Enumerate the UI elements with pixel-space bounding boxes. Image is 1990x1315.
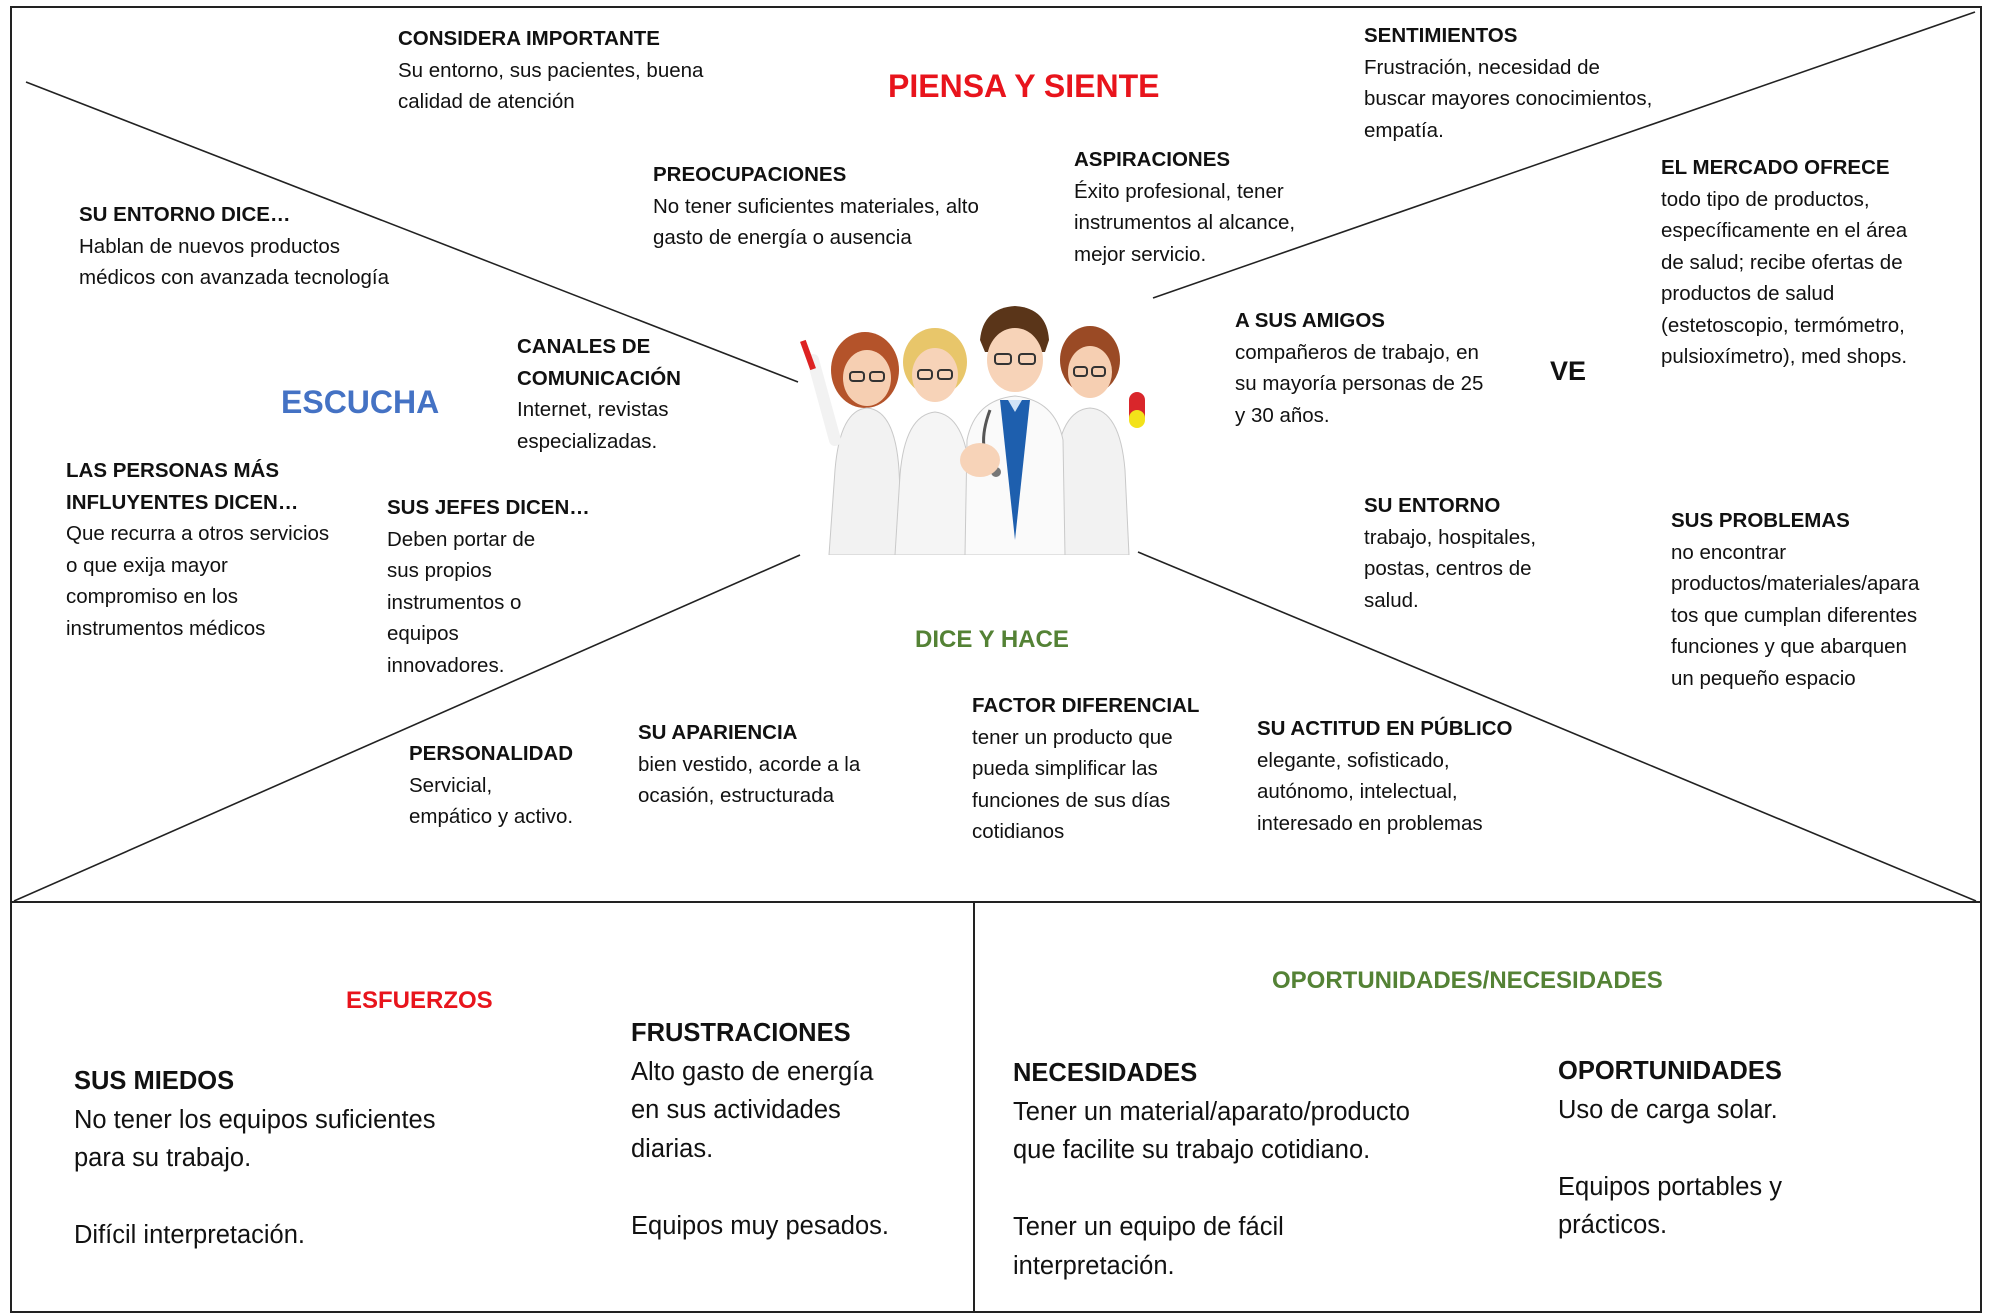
block-jefes: SUS JEFES DICEN…Deben portar de sus prop…	[387, 496, 590, 677]
block-influyentes: LAS PERSONAS MÁS INFLUYENTES DICEN…Que r…	[66, 459, 330, 640]
section-title-oportunidades: OPORTUNIDADES/NECESIDADES	[1272, 967, 1663, 994]
section-title-escucha: ESCUCHA	[281, 384, 440, 420]
section-title-dice: DICE Y HACE	[915, 626, 1069, 653]
block-entorno-dice: SU ENTORNO DICE…Hablan de nuevos product…	[79, 203, 389, 289]
section-title-piensa: PIENSA Y SIENTE	[888, 68, 1160, 104]
section-title-esfuerzos: ESFUERZOS	[346, 987, 493, 1014]
doctors-group-illustration	[800, 306, 1145, 555]
block-mercado: EL MERCADO OFRECE todo tipo de productos…	[1661, 156, 1908, 368]
section-title-ve: VE	[1550, 356, 1587, 386]
